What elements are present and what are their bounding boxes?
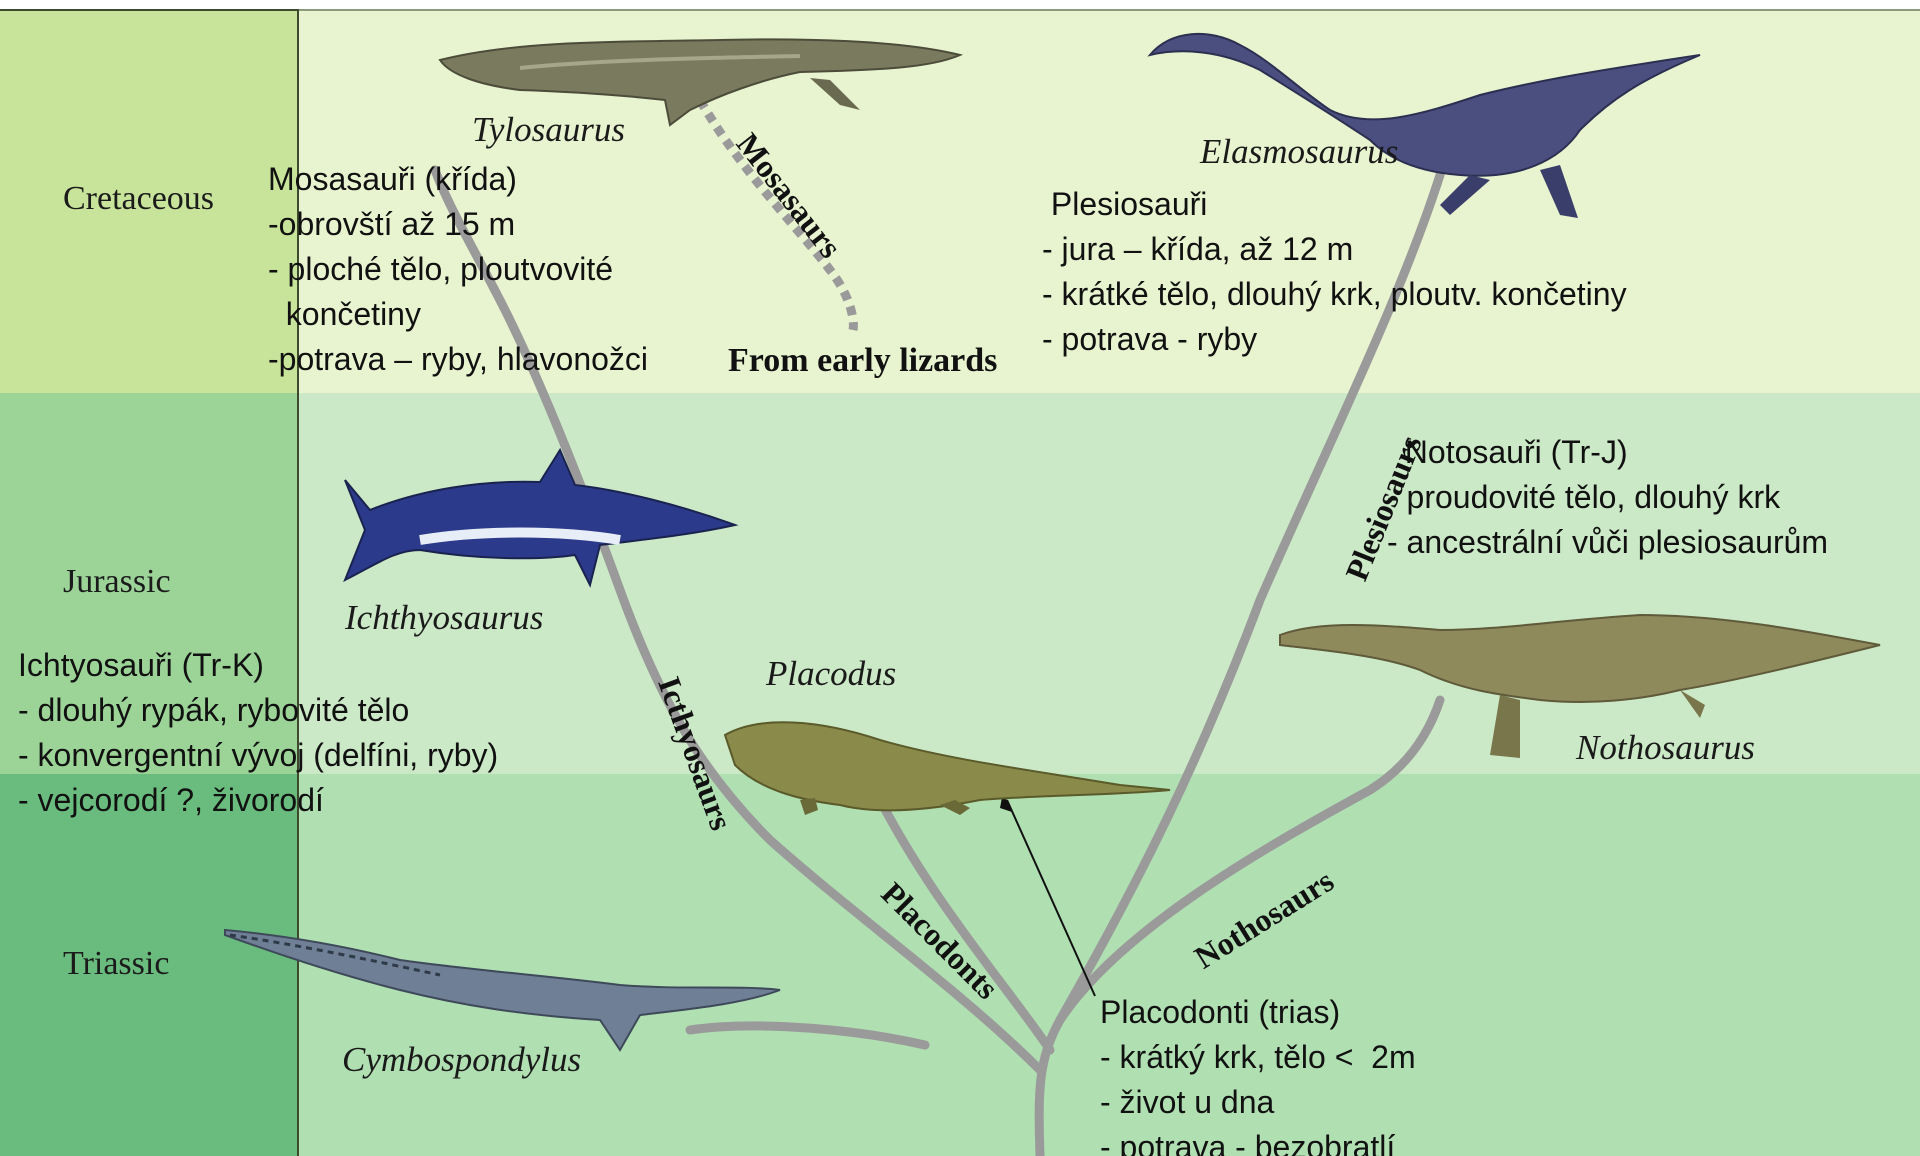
- ichthyosaurus-label: Ichthyosaurus: [345, 598, 543, 638]
- note-line: - krátký krk, tělo < 2m: [1100, 1035, 1416, 1080]
- note-line: - konvergentní vývoj (delfíni, ryby): [18, 733, 498, 778]
- tylosaurus-label: Tylosaurus: [472, 110, 625, 150]
- placodus-illustration: [725, 722, 1170, 815]
- elasmosaurus-label: Elasmosaurus: [1200, 132, 1398, 172]
- from-early-lizards-label: From early lizards: [728, 342, 997, 380]
- plesiosauri-notes: Plesiosauři - jura – křída, až 12 m - kr…: [1042, 182, 1627, 362]
- note-line: Placodonti (trias): [1100, 990, 1416, 1035]
- note-line: - krátké tělo, dlouhý krk, ploutv. konče…: [1042, 272, 1627, 317]
- ichtyosauri-notes: Ichtyosauři (Tr-K) - dlouhý rypák, rybov…: [18, 643, 498, 823]
- note-line: -obrovští až 15 m: [268, 202, 648, 247]
- note-line: - potrava - bezobratlí: [1100, 1125, 1416, 1156]
- note-line: - ploché tělo, ploutvovité: [268, 247, 648, 292]
- note-line: -potrava – ryby, hlavonožci: [268, 337, 648, 382]
- note-line: Notosauři (Tr-J): [1387, 430, 1828, 475]
- notosauri-notes: Notosauři (Tr-J) - proudovité tělo, dlou…: [1387, 430, 1828, 565]
- note-line: - potrava - ryby: [1042, 317, 1627, 362]
- note-line: Ichtyosauři (Tr-K): [18, 643, 498, 688]
- cymbospondylus-label: Cymbospondylus: [342, 1040, 581, 1080]
- note-line: - život u dna: [1100, 1080, 1416, 1125]
- nothosaurus-label: Nothosaurus: [1576, 728, 1755, 768]
- placodonti-notes: Placodonti (trias) - krátký krk, tělo < …: [1100, 990, 1416, 1156]
- note-line: - ancestrální vůči plesiosaurům: [1387, 520, 1828, 565]
- note-line: končetiny: [268, 292, 648, 337]
- placodus-label: Placodus: [766, 654, 896, 694]
- note-line: Mosasauři (křída): [268, 157, 648, 202]
- note-line: - jura – křída, až 12 m: [1042, 227, 1627, 272]
- note-line: Plesiosauři: [1042, 182, 1627, 227]
- note-line: - vejcorodí ?, živorodí: [18, 778, 498, 823]
- mosasauri-notes: Mosasauři (křída) -obrovští až 15 m - pl…: [268, 157, 648, 382]
- note-line: - proudovité tělo, dlouhý krk: [1387, 475, 1828, 520]
- note-line: - dlouhý rypák, rybovité tělo: [18, 688, 498, 733]
- ichthyosaurus-illustration: [345, 450, 735, 585]
- cymbospondylus-illustration: [225, 930, 780, 1050]
